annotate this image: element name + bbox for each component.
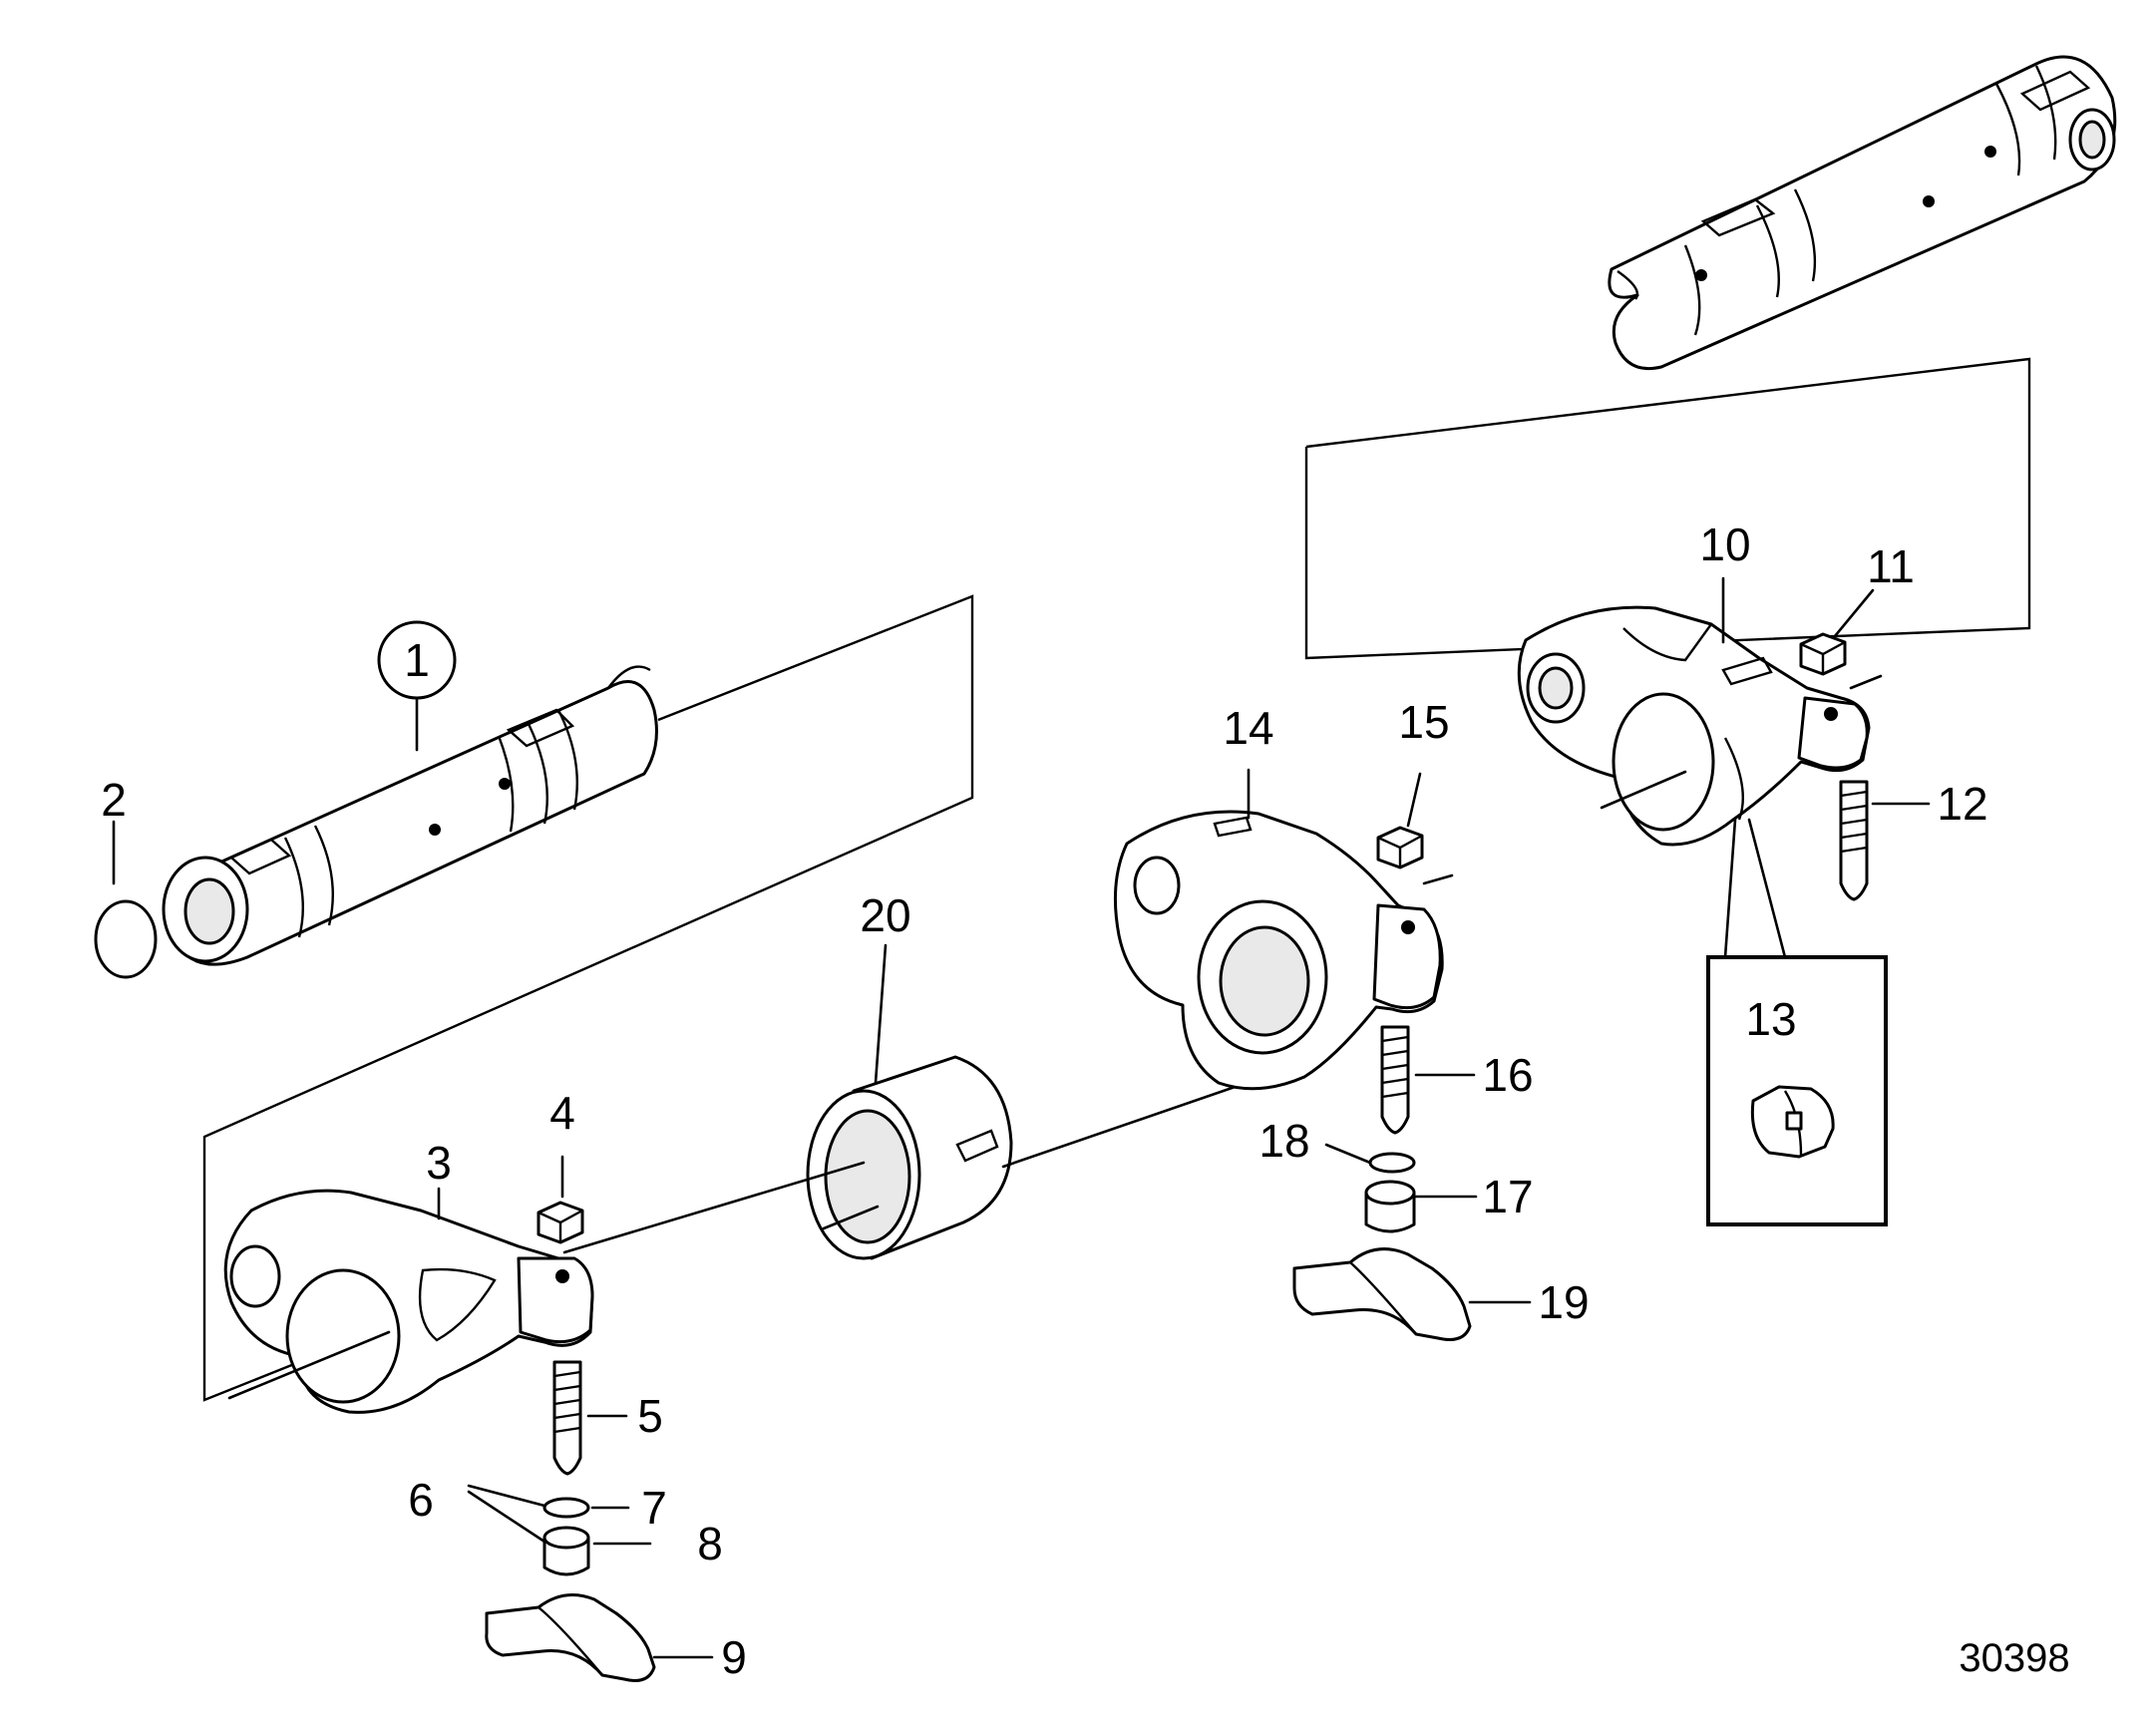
- rocker-arm-middle-axis: [1422, 873, 1454, 885]
- callout-17: 17: [1482, 1171, 1533, 1222]
- callout-4: 4: [549, 1087, 575, 1139]
- adjusting-screw-upper: [1839, 780, 1869, 901]
- callout-15: 15: [1398, 696, 1449, 748]
- o-ring-middle: [1368, 1152, 1416, 1174]
- callout-7: 7: [641, 1482, 667, 1534]
- sleeve-lower: [542, 1526, 590, 1576]
- valve-bridge-lower: [485, 1593, 656, 1682]
- callout-1-circle: [377, 620, 457, 700]
- callout-6: 6: [408, 1474, 434, 1526]
- callout-12: 12: [1937, 778, 1987, 830]
- callout-1: 1: [404, 634, 430, 686]
- callout-9: 9: [721, 1631, 747, 1683]
- lower-assembly-bracket: [202, 594, 974, 1402]
- callout-3: 3: [426, 1137, 452, 1189]
- callout-18: 18: [1258, 1115, 1309, 1167]
- rocker-arm-middle: [1113, 810, 1444, 1091]
- rocker-arm-upper-axis-right: [1849, 674, 1883, 690]
- rocker-arm-lower-axis: [227, 1330, 391, 1400]
- callout-11: 11: [1867, 540, 1915, 592]
- adjusting-nut-middle: [1376, 826, 1424, 869]
- callout-19: 19: [1538, 1276, 1589, 1328]
- adjusting-screw-middle: [1380, 1025, 1410, 1135]
- shaft-plug: [94, 899, 158, 979]
- leader-lines: [112, 576, 1931, 1659]
- rocker-shaft: [162, 665, 658, 966]
- callout-8: 8: [697, 1518, 723, 1569]
- upper-assembly-bracket: [1304, 357, 2031, 660]
- adjusting-nut-upper: [1799, 632, 1847, 676]
- inset-frame: [1706, 955, 1888, 1226]
- callout-14: 14: [1223, 702, 1273, 754]
- adjusting-screw-lower: [552, 1360, 582, 1476]
- rocker-shaft-upper: [1608, 55, 2117, 370]
- callout-20: 20: [860, 889, 910, 941]
- callout-10: 10: [1699, 519, 1750, 570]
- o-ring-lower: [542, 1497, 590, 1519]
- rocker-arm-upper-axis: [1600, 770, 1687, 810]
- callout-2: 2: [101, 774, 127, 826]
- alternate-adjusting-screw: [1750, 1085, 1835, 1159]
- bushing: [806, 1055, 1013, 1260]
- rocker-arm-lower-axis-upper: [562, 1161, 866, 1254]
- inset-pointer: [1723, 818, 1787, 959]
- callout-16: 16: [1482, 1049, 1533, 1101]
- callout-13: 13: [1745, 993, 1796, 1045]
- sleeve-middle: [1364, 1180, 1416, 1233]
- valve-bridge-middle: [1292, 1247, 1472, 1341]
- drawing-number: 30398: [1959, 1636, 2069, 1680]
- adjusting-nut-lower: [537, 1201, 584, 1244]
- callout-5: 5: [637, 1390, 663, 1442]
- rocker-arm-lower: [223, 1189, 594, 1414]
- rocker-arm-upper: [1517, 605, 1871, 847]
- bushing-axis-line: [1001, 1081, 1249, 1169]
- bushing-axis-line-left: [822, 1205, 880, 1230]
